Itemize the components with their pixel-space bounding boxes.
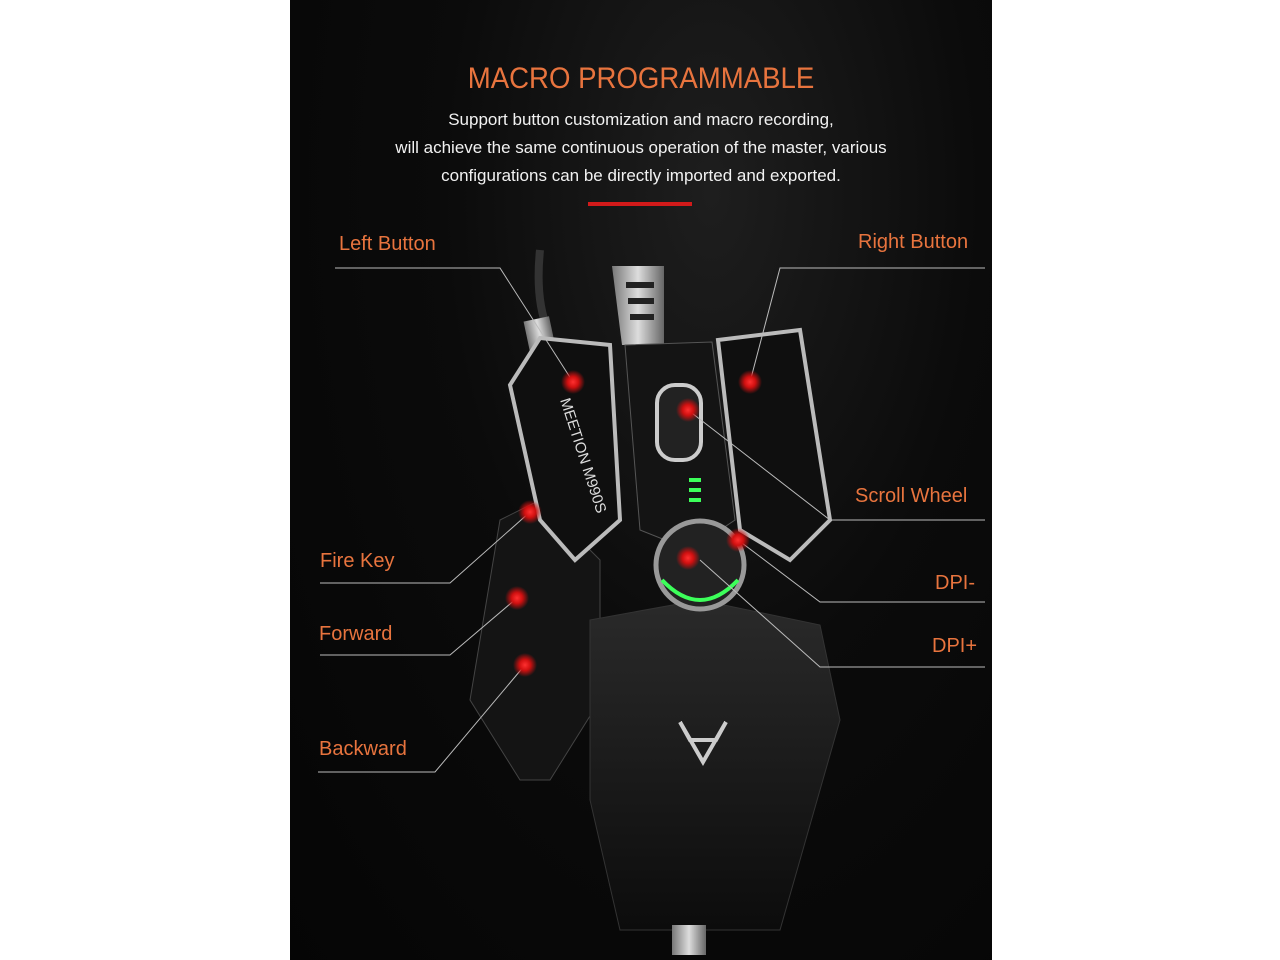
label-backward: Backward <box>319 738 407 760</box>
hotspot-dot <box>505 586 529 610</box>
hotspot-dot <box>726 528 750 552</box>
hotspot-dot <box>738 370 762 394</box>
dpi-dial <box>653 518 747 612</box>
description-line: will achieve the same continuous operati… <box>395 138 887 157</box>
label-forward: Forward <box>319 623 393 645</box>
label-right-button: Right Button <box>858 231 969 253</box>
rear-weight-plate <box>612 266 664 345</box>
label-fire-key: Fire Key <box>320 550 395 572</box>
label-left-button: Left Button <box>339 233 436 255</box>
hotspots <box>505 370 762 677</box>
meetion-logo <box>678 721 728 767</box>
palm-rest <box>589 599 841 931</box>
description-line: configurations can be directly imported … <box>441 166 841 185</box>
page-title: MACRO PROGRAMMABLE <box>467 62 815 95</box>
label-dpi-minus: DPI- <box>935 572 975 594</box>
right-button-shell <box>715 327 833 563</box>
label-dpi-plus: DPI+ <box>932 635 978 657</box>
hotspot-dot <box>518 500 542 524</box>
hotspot-dot <box>676 398 700 422</box>
hotspot-dot <box>561 370 585 394</box>
scroll-wheel <box>655 383 703 462</box>
hotspot-dot <box>513 653 537 677</box>
adjust-knob <box>672 925 706 955</box>
label-scroll-wheel: Scroll Wheel <box>855 485 968 507</box>
callout-lines <box>318 267 985 773</box>
mouse-illustration: MEETION M990S <box>318 249 985 955</box>
description-line: Support button customization and macro r… <box>448 110 834 129</box>
divider <box>588 202 692 206</box>
product-panel: MACRO PROGRAMMABLE Support button custom… <box>290 0 992 960</box>
hotspot-dot <box>676 546 700 570</box>
